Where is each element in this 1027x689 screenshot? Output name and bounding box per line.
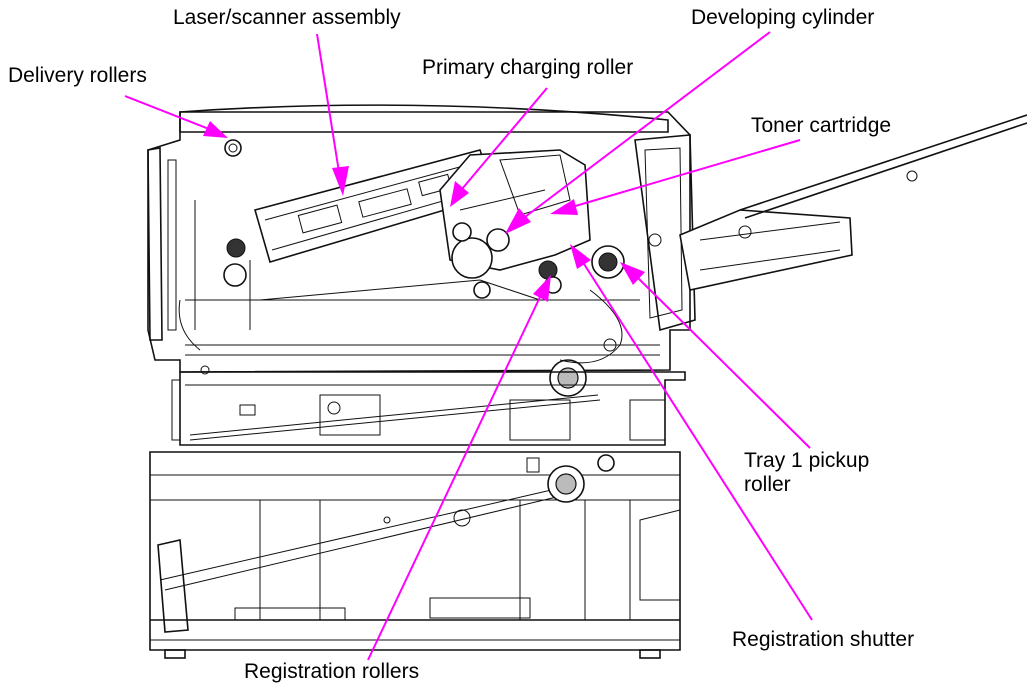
- delivery-roller-shape: [224, 139, 242, 157]
- label-primary-charging-roller: Primary charging roller: [422, 56, 634, 79]
- paper-stack-line: [159, 487, 561, 581]
- callout-line-tray1: [637, 277, 811, 449]
- callout-line-delivery: [124, 95, 210, 130]
- printer-upper-unit: [147, 104, 696, 397]
- label-toner-cartridge: Toner cartridge: [751, 114, 892, 137]
- label-developing-cylinder: Developing cylinder: [691, 6, 875, 29]
- tray-extension-rod: [739, 114, 1027, 211]
- callout-line-primary: [461, 87, 548, 190]
- callouts: [124, 31, 813, 661]
- lift-plate: [157, 539, 189, 633]
- callout-arrow-delivery: [203, 121, 228, 138]
- callout-arrow-developing: [505, 208, 531, 234]
- label-laser-scanner-assembly: Laser/scanner assembly: [173, 6, 401, 29]
- label-tray-1-pickup-roller: Tray 1 pickup roller: [744, 449, 904, 497]
- upper-chassis: [147, 111, 691, 373]
- left-panel: [147, 147, 163, 341]
- primary-charging-roller-shape: [452, 222, 472, 242]
- printer-lower-unit: [149, 451, 681, 659]
- developing-cylinder-shape: [486, 228, 510, 252]
- label-delivery-rollers: Delivery rollers: [8, 64, 147, 87]
- top-cover: [179, 104, 669, 133]
- callout-line-laser: [316, 33, 340, 173]
- label-registration-rollers: Registration rollers: [244, 660, 420, 683]
- right-door: [634, 134, 696, 332]
- callout-arrow-primary: [450, 181, 469, 207]
- callout-arrow-tray1: [620, 262, 645, 285]
- callout-arrow-regrollers: [533, 275, 551, 302]
- middle-chassis: [179, 371, 686, 446]
- tray-1: [679, 114, 1027, 291]
- label-tray-1-pickup-roller-line-1: Tray 1 pickup: [744, 449, 870, 472]
- printer-middle-unit: [171, 371, 686, 446]
- photosensitive-drum: [451, 237, 493, 279]
- callout-arrow-laser: [332, 166, 349, 196]
- label-registration-shutter: Registration shutter: [732, 628, 915, 651]
- tray-1-body: [679, 209, 853, 291]
- callout-line-developing: [524, 31, 771, 218]
- callout-line-toner: [571, 139, 801, 208]
- callout-line-regshutter: [583, 263, 813, 621]
- label-tray-1-pickup-roller-line-2: roller: [744, 473, 791, 496]
- lower-chassis: [149, 451, 681, 651]
- callout-line-regrollers: [367, 296, 541, 661]
- callout-arrow-regshutter: [570, 244, 591, 269]
- callout-arrow-toner: [550, 199, 578, 215]
